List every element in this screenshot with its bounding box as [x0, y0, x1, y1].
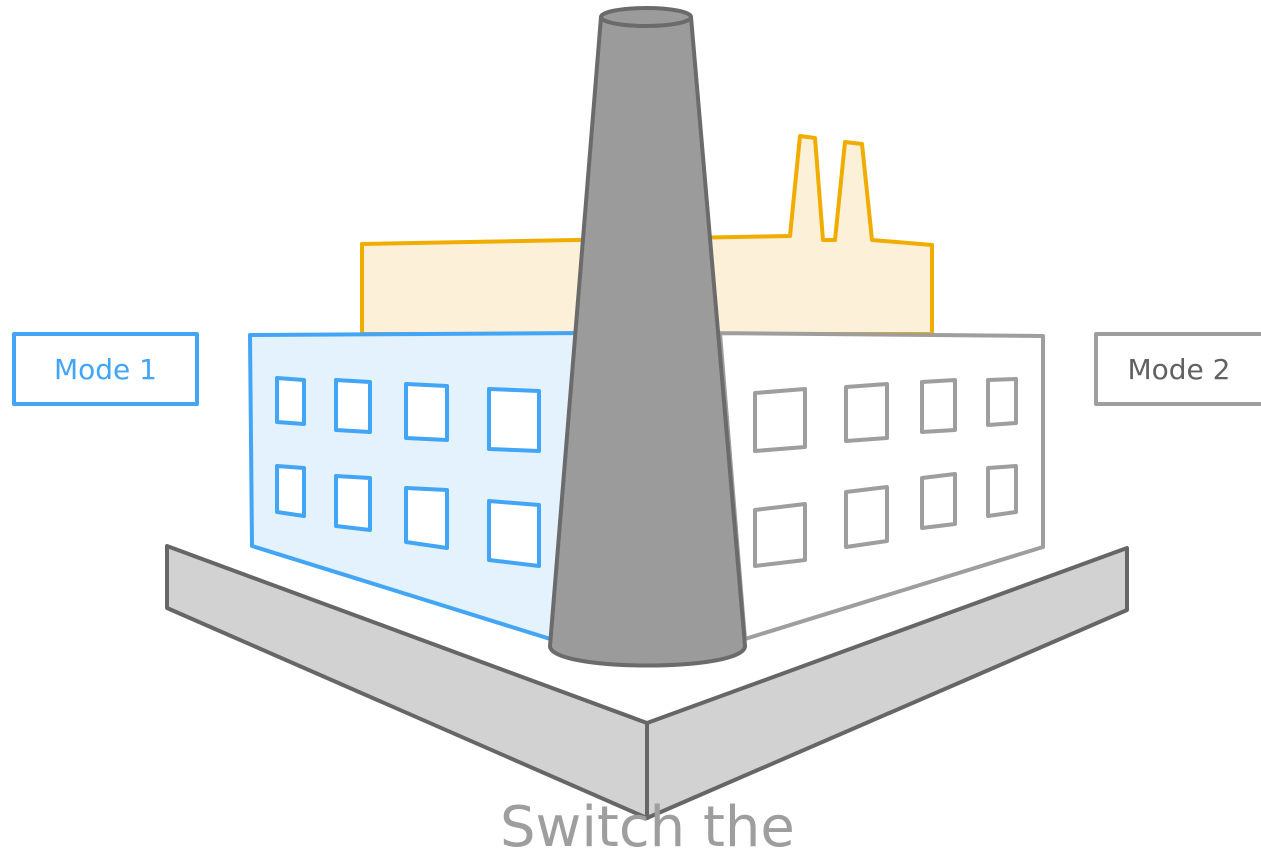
- main-chimney: [550, 8, 745, 666]
- mode1-window: [406, 384, 447, 440]
- mode2-label-text: Mode 2: [1127, 353, 1230, 386]
- mode2-window: [988, 466, 1016, 516]
- mode1-window: [336, 380, 370, 432]
- chimney-top: [601, 8, 691, 26]
- mode1-window: [406, 488, 447, 548]
- mode2-window: [922, 474, 955, 528]
- mode2-window: [922, 380, 955, 432]
- mode1-window: [489, 501, 539, 566]
- mode2-window: [846, 384, 887, 441]
- mode1-label-text: Mode 1: [54, 353, 157, 386]
- mode1-window: [336, 476, 370, 530]
- mode1-window: [277, 378, 304, 424]
- mode2-window: [755, 389, 805, 451]
- mode2-window: [846, 487, 887, 547]
- mode2-window: [755, 504, 805, 566]
- mode2-window: [988, 379, 1016, 425]
- mode1-window: [277, 466, 304, 516]
- mode1-label: Mode 1: [12, 332, 199, 406]
- mode2-label: Mode 2: [1094, 332, 1261, 406]
- factory-illustration: [0, 0, 1261, 821]
- bottom-caption: Switch the: [500, 800, 795, 856]
- chimney-body: [550, 17, 745, 666]
- mode1-window: [489, 389, 539, 451]
- mode2-wing: [706, 333, 1043, 639]
